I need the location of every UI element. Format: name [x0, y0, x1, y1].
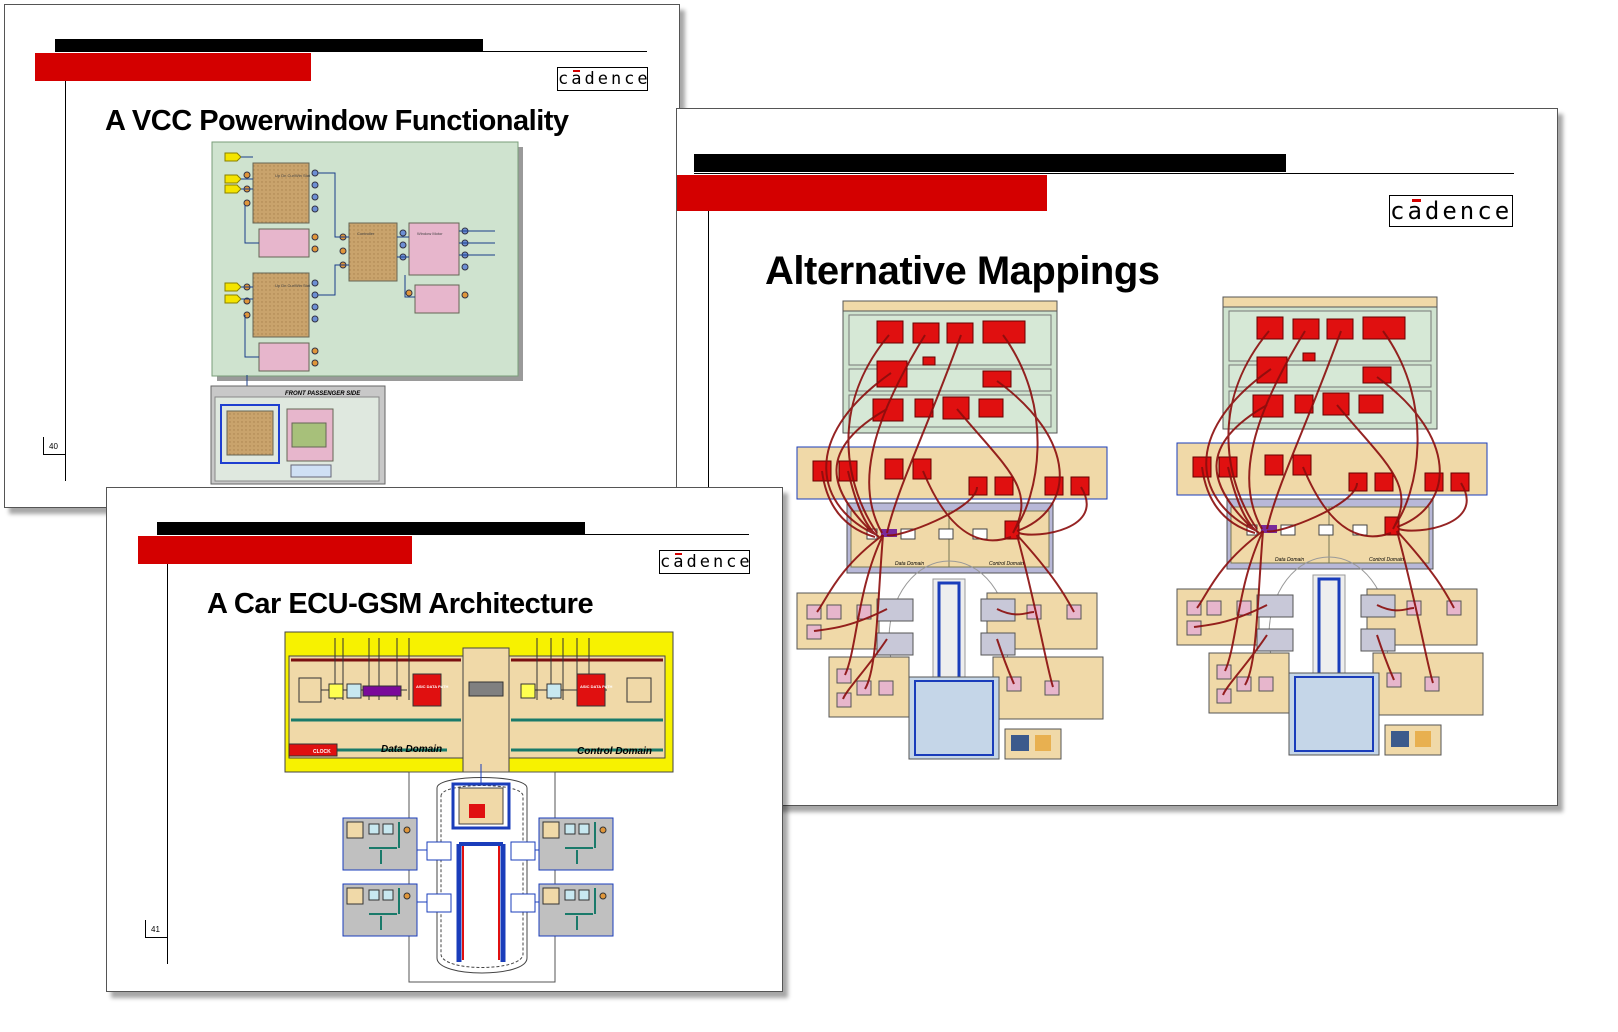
slide-title: A VCC Powerwindow Functionality — [105, 105, 569, 137]
left-margin-rule — [167, 564, 168, 964]
header-bar-black — [55, 39, 483, 51]
mapping-left: Data Domain Control Domain — [796, 300, 1108, 760]
clock-label: CLOCK — [313, 749, 331, 755]
control-domain-label: Control Domain — [577, 746, 652, 757]
svg-text:Up Dn Cur/Win Stat: Up Dn Cur/Win Stat — [275, 173, 311, 178]
page-number-rule — [43, 454, 65, 455]
powerwindow-diagram: Up Dn Cur/Win Stat Up Dn Cur/Win Stat Co… — [210, 141, 523, 485]
slide-alternative-mappings: cadence Alternative Mappings — [676, 108, 1558, 806]
page-number-rule — [145, 937, 167, 938]
header-bar-black — [157, 522, 585, 534]
cadence-logo: cadence — [659, 550, 750, 574]
page-number-tick — [145, 920, 146, 938]
function-blocks — [252, 162, 460, 372]
left-margin-rule — [65, 81, 66, 481]
page-number: 41 — [151, 925, 160, 934]
slide-title: A Car ECU-GSM Architecture — [207, 588, 594, 620]
cadence-logo: cadence — [557, 67, 648, 91]
header-bar-red — [138, 536, 412, 564]
page-number: 40 — [49, 442, 58, 451]
svg-text:Up Dn Cur/Win Stat: Up Dn Cur/Win Stat — [275, 283, 311, 288]
front-passenger-label: FRONT PASSENGER SIDE — [285, 391, 361, 397]
header-bar-red — [677, 175, 1047, 211]
slide-car-ecu-gsm: cadence A Car ECU-GSM Architecture 41 — [106, 487, 783, 992]
cadence-logo: cadence — [1389, 195, 1513, 227]
header-rule — [694, 173, 1514, 174]
data-domain-label: Data Domain — [381, 744, 442, 755]
logo-accent-bar — [573, 70, 580, 72]
data-domain-label: Data Domain — [895, 561, 924, 567]
page-number-tick — [43, 437, 44, 455]
header-bar-red — [35, 53, 311, 81]
svg-text:Controller: Controller — [357, 231, 375, 236]
svg-text:Window Motor: Window Motor — [417, 231, 443, 236]
logo-accent-bar — [1412, 199, 1421, 202]
ecu-blocks — [288, 673, 652, 757]
header-rule — [157, 534, 749, 535]
header-bar-black — [694, 154, 1286, 172]
car-ecu-gsm-diagram: ASIC DATA PATH ASIC DATA PATH CLOCK Data… — [284, 631, 674, 983]
input-ports — [224, 152, 242, 304]
header-rule — [55, 51, 647, 52]
slide-title: Alternative Mappings — [765, 249, 1160, 293]
logo-text: cadence — [558, 69, 651, 89]
asic-right-label: ASIC DATA PATH — [580, 684, 613, 689]
logo-accent-bar — [675, 553, 682, 555]
slide-powerwindow: cadence A VCC Powerwindow Functionality … — [4, 4, 680, 508]
logo-text: cadence — [1390, 197, 1513, 225]
logo-text: cadence — [660, 552, 753, 572]
asic-left-label: ASIC DATA PATH — [416, 684, 449, 689]
alternative-mappings-diagram: Data Domain Control Domain — [796, 295, 1489, 760]
control-domain-label: Control Domain — [989, 561, 1024, 567]
mapping-right — [1175, 295, 1489, 757]
